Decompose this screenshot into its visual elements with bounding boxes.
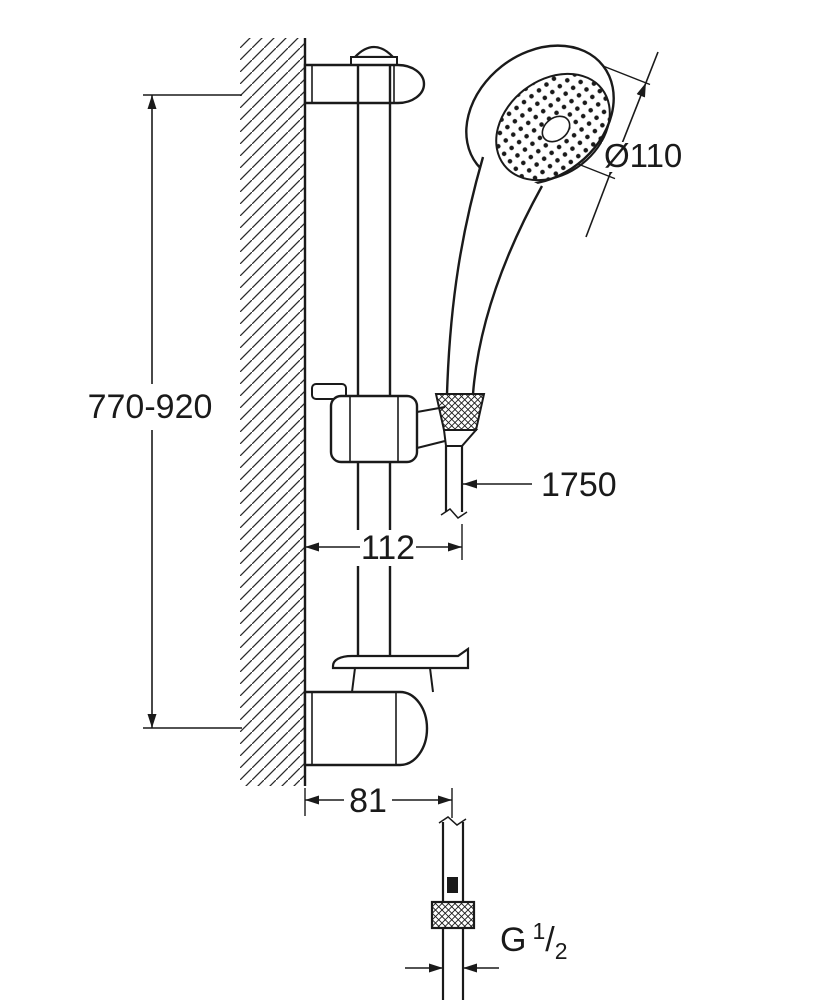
hand-shower	[445, 44, 615, 395]
dim-diameter-tick-top	[602, 65, 651, 86]
spray-face-center-cap	[541, 115, 571, 143]
dim-diameter-overshoot-top	[645, 51, 659, 84]
hose-upper-lines	[444, 446, 464, 512]
handle-cone-knurled	[434, 393, 486, 431]
handle-left-edge	[445, 156, 485, 395]
soap-dish-neck	[351, 667, 434, 693]
bottom-assembly	[303, 646, 470, 767]
handle-body	[447, 157, 542, 394]
slider-clamp-body	[329, 394, 419, 464]
fitting-body-lines	[441, 822, 465, 902]
thread-denominator: 2	[555, 938, 568, 964]
dim-head-diameter-label: Ø110	[604, 137, 682, 174]
shower-rail	[356, 65, 392, 656]
handle-right-edge	[471, 185, 544, 395]
dim-bracket-offset	[304, 788, 453, 818]
wall-hatch	[240, 38, 305, 786]
soap-dish	[331, 646, 470, 670]
dim-diameter-label-mask	[602, 142, 690, 172]
dim-hose-length-label: 1750	[541, 466, 617, 504]
thread-separator: /	[545, 921, 555, 959]
dim-diameter-overshoot-bottom	[585, 176, 610, 238]
dim-head-diameter	[577, 51, 690, 238]
thread-numerator: 1	[532, 918, 545, 944]
rail-upper-segment	[356, 65, 392, 396]
top-bracket-body	[303, 63, 426, 105]
wall-section	[240, 38, 307, 786]
rail-lower-segment	[356, 566, 392, 656]
slider-holder	[311, 383, 486, 464]
thread-prefix: G	[500, 921, 526, 959]
rail-middle-segment	[356, 462, 392, 530]
hose-upper	[440, 446, 468, 519]
slider-release-button	[311, 383, 347, 400]
fitting-detail-block	[447, 877, 458, 893]
dim-slider-offset	[305, 524, 463, 560]
dim-slider-offset-label: 112	[361, 529, 415, 567]
bottom-bracket-body	[303, 690, 429, 767]
dim-height	[143, 94, 242, 729]
dim-bracket-offset-label: 81	[349, 782, 387, 820]
hose-break-mark	[440, 508, 468, 519]
slider-clamp-detail-lines	[349, 396, 399, 462]
top-bracket	[303, 45, 426, 105]
dim-height-label: 770-920	[88, 388, 213, 426]
fitting-break-mark	[438, 816, 467, 826]
bottom-hose-fitting	[430, 816, 476, 1000]
knurled-nut	[430, 900, 476, 930]
